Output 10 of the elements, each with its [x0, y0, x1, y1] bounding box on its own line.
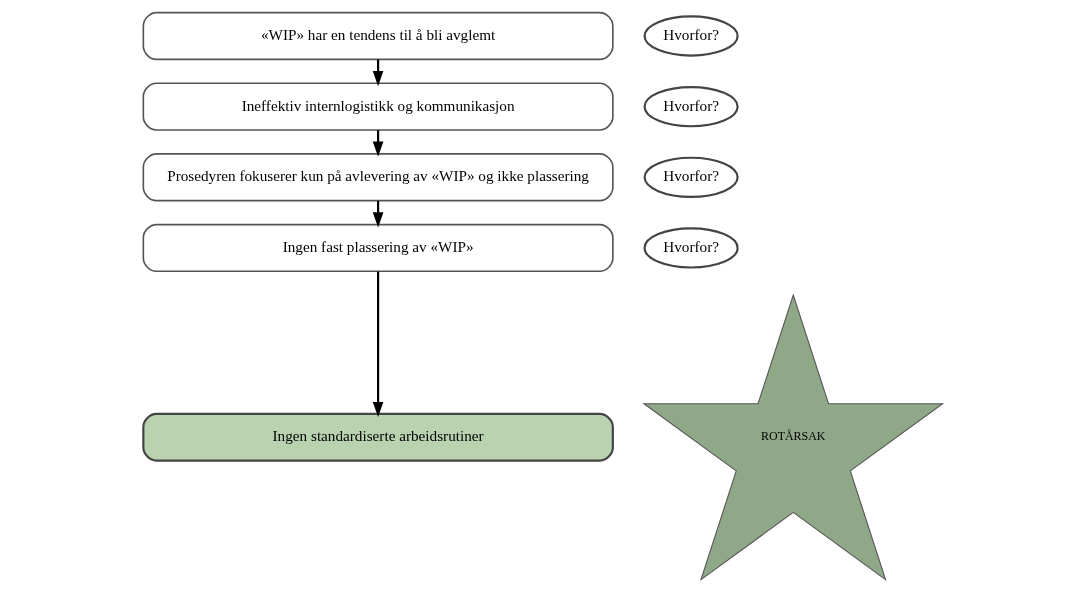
node-ellipse: Hvorfor? [643, 227, 739, 269]
node-box: Ingen fast plassering av «WIP» [142, 223, 614, 273]
node-box: Prosedyren fokuserer kun på avlevering av «WIP» og ikke plassering [142, 153, 614, 202]
node-box: «WIP» har en tendens til å bli avglemt [142, 11, 614, 61]
node-box: Ingen standardiserte arbeidsrutiner [142, 412, 614, 462]
node-ellipse: Hvorfor? [643, 86, 739, 128]
node-ellipse: Hvorfor? [643, 15, 739, 57]
arrow [372, 271, 384, 418]
node-box: Ineffektiv internlogistikk og kommunikasjon [142, 82, 614, 131]
node-ellipse: Hvorfor? [643, 156, 739, 198]
